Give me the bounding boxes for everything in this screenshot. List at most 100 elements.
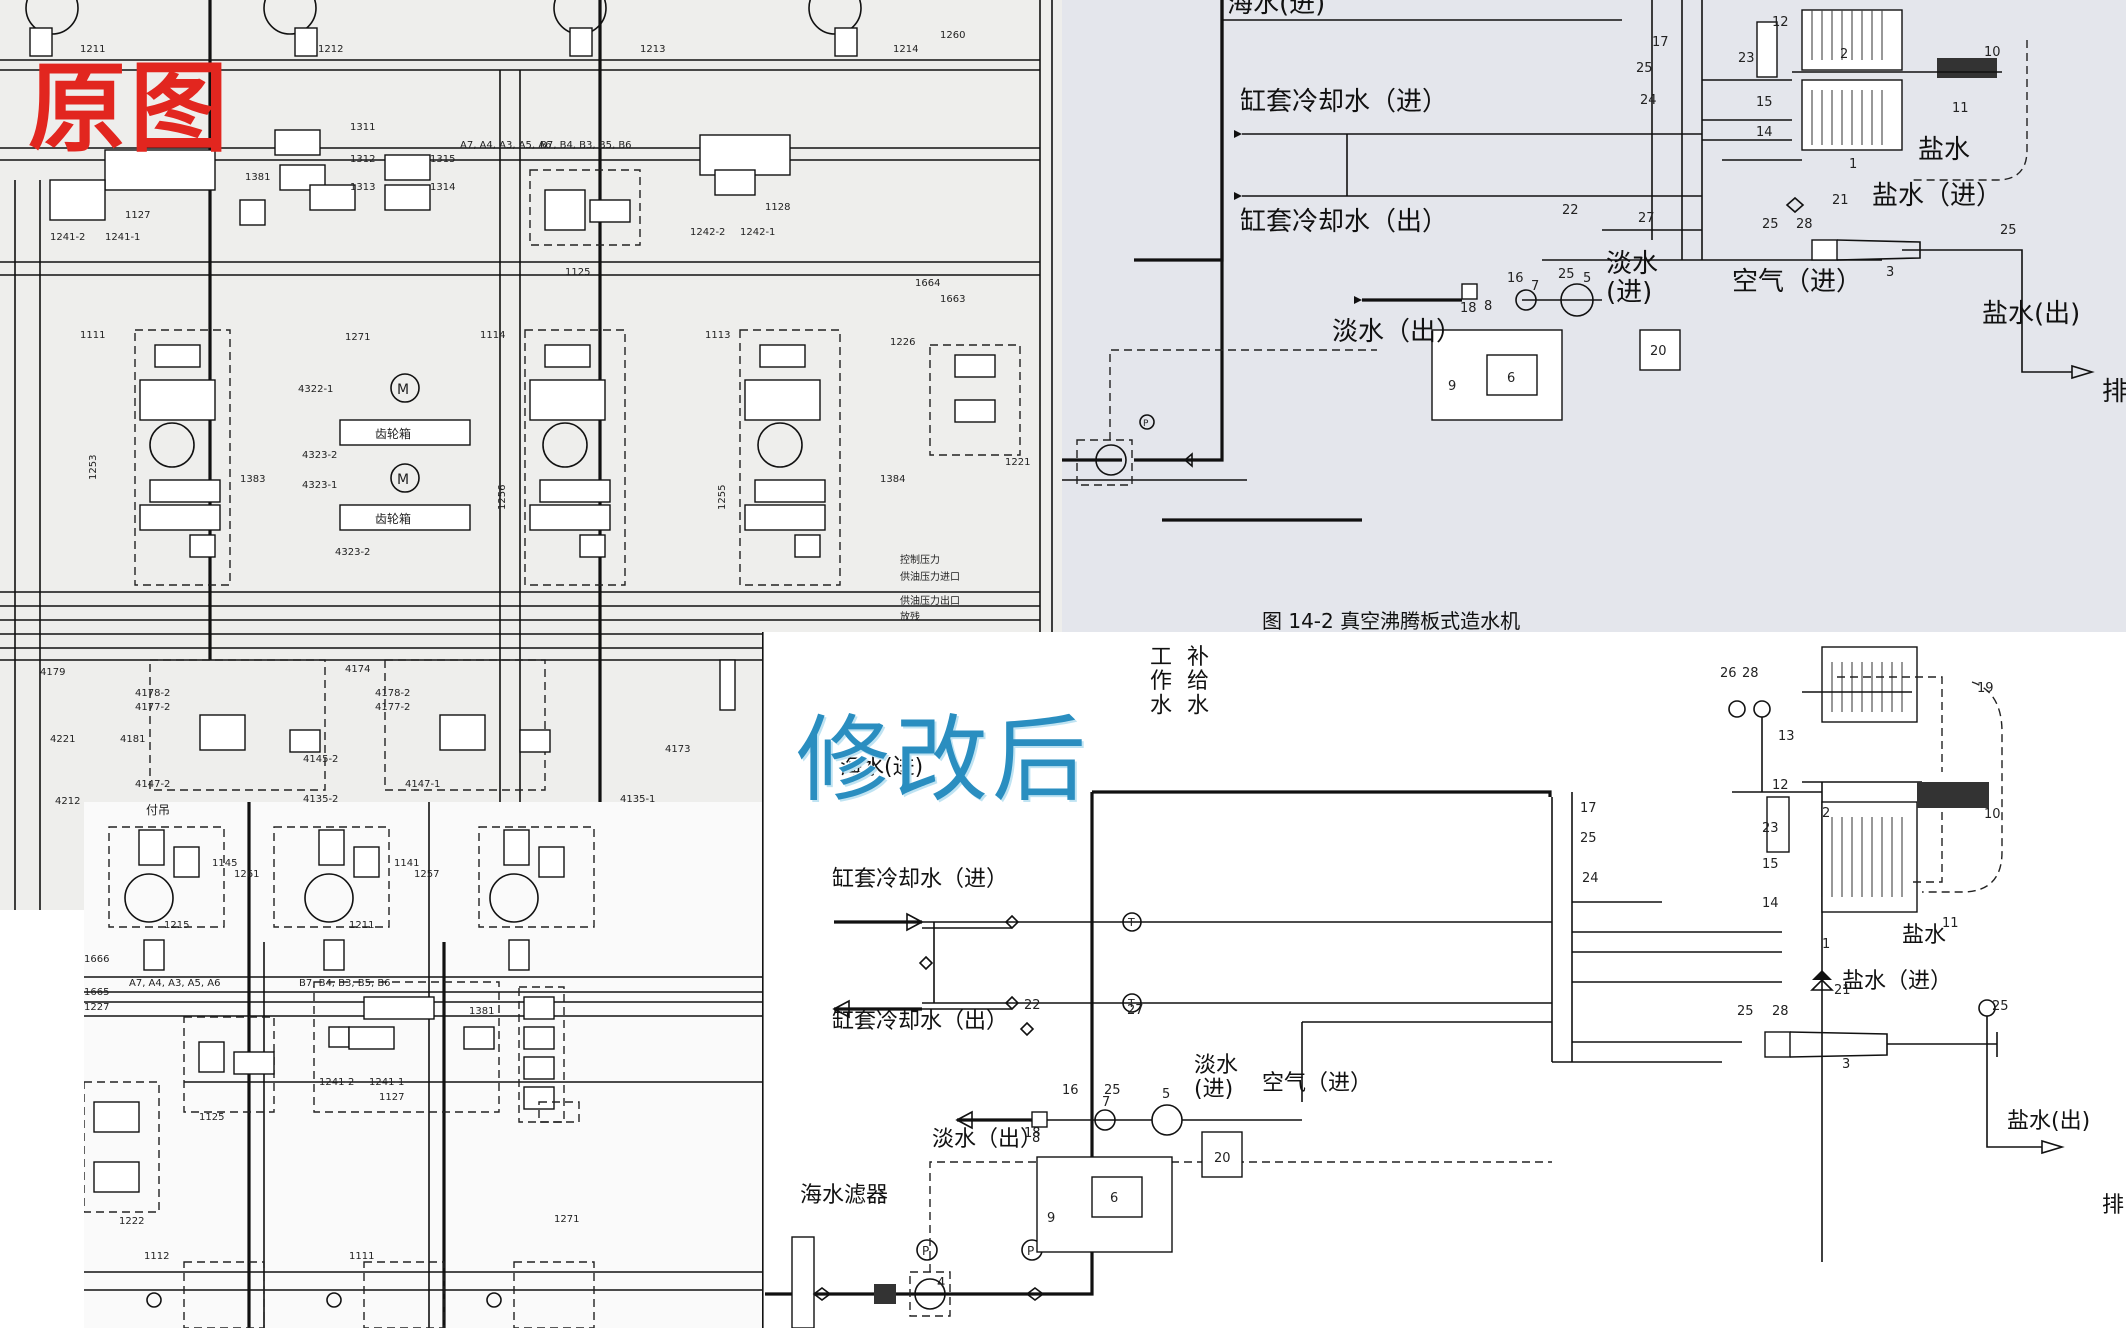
svg-text:7: 7 [1531, 279, 1539, 294]
svg-text:缸套冷却水（进）: 缸套冷却水（进） [1240, 87, 1448, 117]
svg-text:1381: 1381 [245, 172, 270, 183]
svg-text:15: 15 [1756, 95, 1773, 110]
svg-text:海水(进): 海水(进) [840, 755, 923, 780]
ejector-3 [1811, 239, 1838, 261]
cooling-diagram-original: P [1062, 0, 2126, 632]
svg-text:1663: 1663 [940, 294, 965, 305]
svg-text:P: P [1027, 1244, 1034, 1258]
svg-text:24: 24 [1582, 871, 1599, 886]
cooling-diagram-modified: P P T [762, 632, 2124, 1328]
pressure-legend: 控制压力 供油压力进口 供油压力出口 放残 [900, 553, 960, 623]
svg-text:1215: 1215 [164, 920, 189, 931]
hydraulic-lower-section: 4179 4178-2 4177-2 4174 4221 4181 4178-2… [40, 659, 736, 807]
svg-text:1271: 1271 [554, 1214, 579, 1225]
svg-text:M: M [397, 382, 409, 398]
cooling-original-numbers: 17 25 24 12 2 10 23 15 14 11 1 21 22 27 … [1448, 15, 2017, 394]
svg-text:8: 8 [1032, 1131, 1040, 1146]
svg-text:3: 3 [1886, 265, 1894, 280]
motor-icon [390, 463, 420, 493]
gearbox-label: 齿轮箱 [375, 426, 411, 441]
svg-text:T: T [1127, 916, 1135, 929]
svg-text:图 14-2 真空沸腾板式造水机: 图 14-2 真空沸腾板式造水机 [1262, 609, 1520, 632]
valve-1226-block [929, 344, 1021, 456]
svg-text:1213: 1213 [640, 44, 665, 55]
cooling-schematic-modified: P P T [762, 632, 2126, 1328]
svg-text:1261: 1261 [234, 869, 259, 880]
pump-icon [1560, 283, 1594, 317]
svg-text:1381: 1381 [469, 1006, 494, 1017]
svg-text:补给水: 补给水 [1187, 645, 1209, 718]
svg-text:4147-1: 4147-1 [405, 779, 440, 790]
gearbox-1: 齿轮箱 M [339, 373, 471, 446]
pump-module-1 [134, 329, 231, 586]
svg-text:缸套冷却水（出）: 缸套冷却水（出） [1240, 207, 1448, 237]
svg-text:17: 17 [1652, 35, 1669, 50]
svg-text:1313: 1313 [350, 182, 375, 193]
svg-text:25: 25 [1636, 61, 1653, 76]
svg-text:28: 28 [1796, 217, 1813, 232]
gearbox-label: 齿轮箱 [375, 511, 411, 526]
svg-text:1384: 1384 [880, 474, 905, 485]
svg-text:海水(进): 海水(进) [1227, 0, 1325, 19]
svg-text:淡水（出）: 淡水（出） [1332, 317, 1462, 347]
svg-text:21: 21 [1834, 983, 1851, 998]
temperature-gauge-icon [1753, 700, 1771, 718]
svg-text:1664: 1664 [915, 278, 940, 289]
svg-text:盐水(出): 盐水(出) [1982, 299, 2080, 329]
top-motor-row [25, 0, 862, 57]
svg-text:1113: 1113 [705, 330, 730, 341]
svg-text:付吊: 付吊 [146, 803, 170, 817]
svg-text:4181: 4181 [120, 734, 145, 745]
svg-text:供油压力出口: 供油压力出口 [900, 594, 960, 607]
svg-text:海水滤器: 海水滤器 [800, 1183, 888, 1208]
unit-20 [1639, 329, 1681, 371]
svg-text:25: 25 [1762, 217, 1779, 232]
svg-text:盐水(出): 盐水(出) [2007, 1109, 2090, 1134]
svg-text:26: 26 [1720, 666, 1737, 681]
svg-text:9: 9 [1047, 1211, 1055, 1226]
svg-text:4177-2: 4177-2 [375, 702, 410, 713]
svg-text:1315: 1315 [430, 154, 455, 165]
pressure-gauge-icon [1139, 414, 1155, 430]
svg-text:2: 2 [1822, 806, 1830, 821]
svg-text:盐水（进）: 盐水（进） [1872, 181, 2002, 211]
svg-text:工作水: 工作水 [1150, 645, 1172, 718]
svg-text:淡水(进): 淡水(进) [1194, 1053, 1238, 1102]
svg-text:4173: 4173 [665, 744, 690, 755]
svg-text:1: 1 [1849, 157, 1857, 172]
svg-text:4323-2: 4323-2 [302, 450, 337, 461]
valve-icon [1785, 196, 1805, 214]
svg-text:10: 10 [1984, 45, 2001, 60]
svg-text:1314: 1314 [430, 182, 455, 193]
pump-module-2 [524, 329, 626, 586]
svg-text:4323-2: 4323-2 [335, 547, 370, 558]
unit-6 [1091, 1176, 1143, 1218]
svg-text:14: 14 [1756, 125, 1773, 140]
svg-text:1241-2: 1241-2 [50, 232, 85, 243]
svg-text:6: 6 [1507, 371, 1515, 386]
svg-text:3: 3 [1842, 1057, 1850, 1072]
svg-text:供油压力进口: 供油压力进口 [900, 570, 960, 583]
svg-text:28: 28 [1772, 1004, 1789, 1019]
svg-text:23: 23 [1738, 51, 1755, 66]
svg-text:20: 20 [1650, 344, 1667, 359]
svg-text:A7, A4, A3, A5, A6: A7, A4, A3, A5, A6 [129, 978, 220, 989]
svg-text:1: 1 [1822, 937, 1830, 952]
svg-text:1227: 1227 [84, 1002, 109, 1013]
pump-icon [1151, 1104, 1183, 1136]
svg-text:1241-2: 1241-2 [319, 1077, 354, 1088]
svg-text:1253: 1253 [88, 455, 99, 480]
svg-text:25: 25 [1992, 999, 2009, 1014]
svg-text:2: 2 [1840, 47, 1848, 62]
svg-text:1241-1: 1241-1 [369, 1077, 404, 1088]
svg-text:25: 25 [2000, 223, 2017, 238]
temperature-gauge-icon [1122, 912, 1142, 932]
svg-text:1226: 1226 [890, 337, 915, 348]
svg-text:盐水: 盐水 [1902, 923, 1946, 948]
cooling-schematic-original: P [1062, 0, 2126, 632]
svg-text:1212: 1212 [318, 44, 343, 55]
svg-text:12: 12 [1772, 778, 1789, 793]
svg-text:11: 11 [1952, 101, 1969, 116]
flowmeter-12 [1766, 796, 1790, 853]
svg-text:16: 16 [1062, 1083, 1079, 1098]
